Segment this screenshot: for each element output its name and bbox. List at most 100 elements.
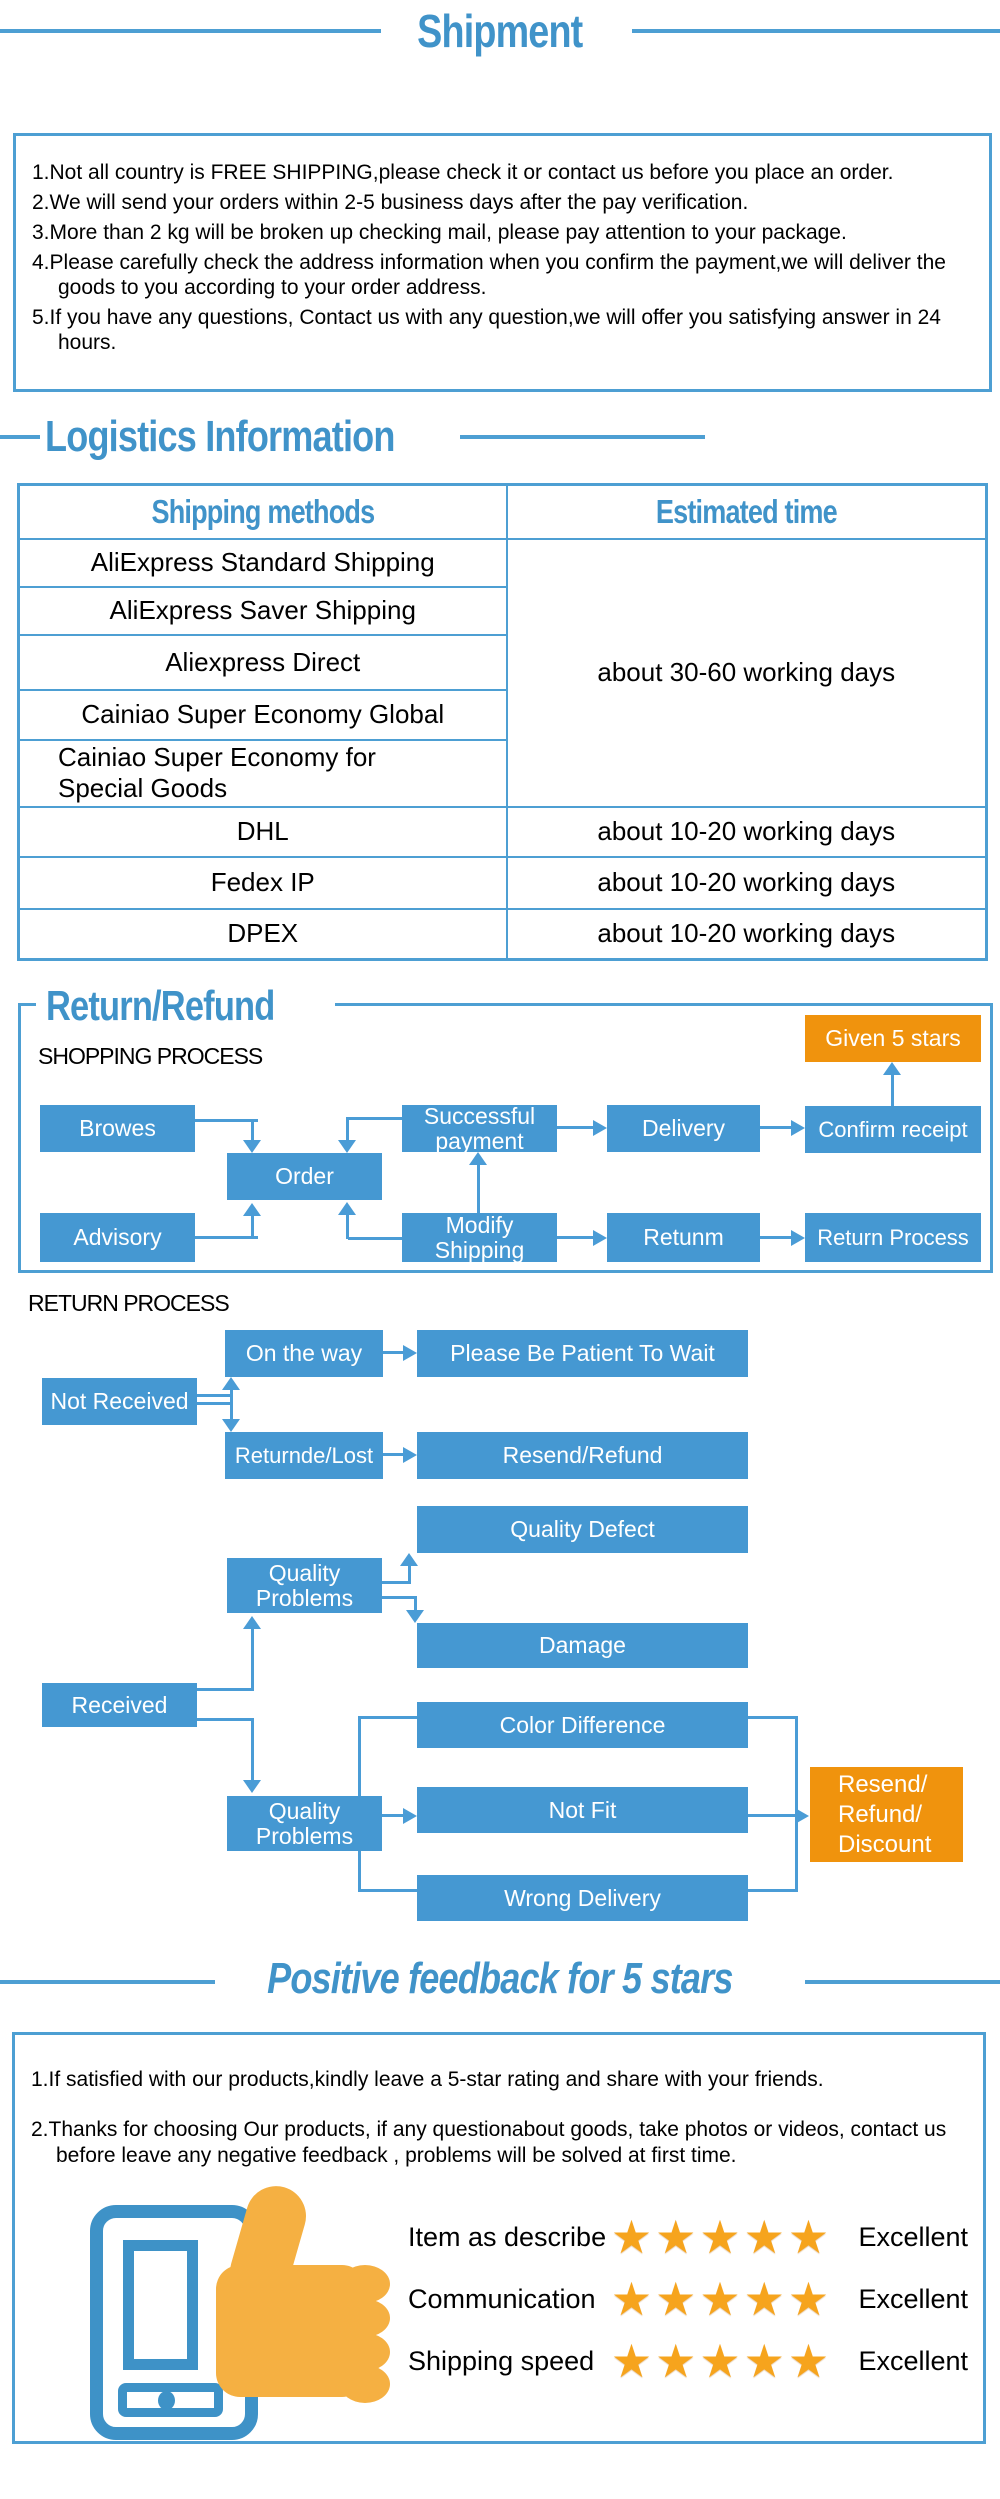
five-stars-icon: ★★★★★	[610, 2211, 833, 2263]
shipment-title-text: Shipment	[417, 5, 583, 57]
rating-row-item-as-describe: Item as describe ★★★★★ Excellent	[408, 2214, 968, 2260]
connector-modify-order-v	[346, 1215, 349, 1239]
connector-modify-payment-v	[477, 1164, 480, 1213]
shipment-title: Shipment	[0, 4, 1000, 58]
table-header-row: Shipping methods Estimated time	[17, 483, 988, 540]
note-text: Please carefully check the address infor…	[49, 251, 946, 299]
flow-box-browes: Browes	[40, 1105, 195, 1152]
connector-wrongdelivery-bracket	[748, 1889, 798, 1892]
note-text: Not all country is FREE SHIPPING,please …	[49, 161, 894, 184]
table-row: Fedex IP about 10-20 working days	[17, 855, 988, 910]
arrowhead-into-not-fit	[403, 1808, 417, 1824]
flow-box-confirm-receipt: Confirm receipt	[805, 1106, 981, 1153]
connector-received-up-h	[197, 1688, 254, 1691]
table-row: AliExpress Saver Shipping	[17, 585, 987, 636]
flow-box-advisory: Advisory	[40, 1213, 195, 1262]
method-cell: Cainiao Super Economy for Special Goods	[17, 738, 508, 808]
shipment-title-line-left	[0, 29, 381, 33]
connector-browes-order-v	[251, 1119, 254, 1141]
flow-box-color-difference: Color Difference	[417, 1702, 748, 1748]
flow-box-resend-refund: Resend/Refund	[417, 1432, 748, 1479]
flow-box-received: Received	[42, 1683, 197, 1727]
flow-box-not-fit: Not Fit	[417, 1787, 748, 1833]
note-text: More than 2 kg will be broken up checkin…	[49, 221, 847, 244]
arrowhead-into-quality-defect	[400, 1553, 418, 1566]
arrowhead-into-please-wait	[403, 1345, 417, 1361]
connector-received-up-v	[251, 1629, 254, 1691]
shipment-note-3: 3.More than 2 kg will be broken up check…	[32, 220, 973, 245]
connector-bracket-wrongdelivery	[358, 1889, 417, 1892]
arrowhead-into-returnde-lost	[222, 1419, 240, 1432]
connector-notreceived-split-v	[230, 1390, 233, 1420]
connector-browes-order-h	[195, 1119, 258, 1122]
rating-label: Shipping speed	[408, 2345, 595, 2376]
flow-box-given-5-stars: Given 5 stars	[805, 1015, 981, 1062]
note-text: If you have any questions, Contact us wi…	[49, 306, 941, 354]
feedback-note-2: 2.Thanks for choosing Our products, if a…	[31, 2118, 947, 2167]
arrowhead-into-resend-refund-discount	[795, 1808, 809, 1824]
logistics-title-text: Logistics Information	[45, 412, 395, 461]
connector-notreceived-double-bottom	[197, 1402, 233, 1405]
arrowhead-into-delivery	[593, 1120, 607, 1136]
time-cell: about 10-20 working days	[505, 855, 988, 910]
feedback-title-line-right	[805, 1980, 1000, 1984]
shopping-process-label: SHOPPING PROCESS	[38, 1043, 263, 1069]
shipment-note-4: 4.Please carefully check the address inf…	[32, 250, 973, 300]
shipment-title-line-right	[632, 29, 1000, 33]
flow-box-delivery: Delivery	[607, 1105, 760, 1152]
arrowhead-into-order-top-right	[338, 1140, 356, 1153]
method-cell: Fedex IP	[17, 855, 508, 910]
five-stars-icon: ★★★★★	[610, 2335, 833, 2387]
method-cell: Aliexpress Direct	[17, 633, 508, 691]
flow-box-not-received: Not Received	[42, 1378, 197, 1425]
note-number: 2.	[32, 191, 50, 214]
phone-screen-icon	[123, 2240, 198, 2370]
arrowhead-into-given-5-stars	[883, 1062, 901, 1075]
shipment-note-5: 5.If you have any questions, Contact us …	[32, 305, 973, 355]
arrowhead-into-on-the-way	[222, 1377, 240, 1390]
logistics-title-line-right	[460, 435, 705, 439]
rating-label: Item as describe	[408, 2221, 607, 2252]
method-cell: AliExpress Saver Shipping	[17, 585, 508, 636]
logistics-title: Logistics Information	[45, 412, 471, 462]
method-cell: DHL	[17, 805, 508, 858]
flow-box-damage: Damage	[417, 1623, 748, 1668]
connector-colordifference-bracket	[748, 1716, 798, 1719]
arrowhead-into-order-bottom-right	[338, 1202, 356, 1215]
connector-modify-order-h	[348, 1237, 402, 1240]
time-cell-merged: about 30-60 working days	[505, 537, 988, 808]
note-number: 3.	[32, 221, 50, 244]
connector-modify-retunm	[557, 1236, 594, 1239]
note-text: We will send your orders within 2-5 busi…	[49, 191, 749, 214]
logistics-title-line-left	[0, 435, 40, 439]
rating-row-communication: Communication ★★★★★ Excellent	[408, 2276, 968, 2322]
arrowhead-into-qp1-bottom	[243, 1616, 261, 1629]
connector-payment-order-v	[346, 1117, 349, 1141]
flow-box-please-be-patient: Please Be Patient To Wait	[417, 1330, 748, 1377]
note-number: 5.	[32, 306, 50, 329]
arrowhead-into-order-bottom-left	[243, 1203, 261, 1216]
return-refund-title-text: Return/Refund	[46, 982, 275, 1029]
table-row: Cainiao Super Economy for Special Goods	[17, 738, 987, 808]
connector-advisory-order-h	[195, 1236, 258, 1239]
flow-box-order: Order	[227, 1153, 382, 1200]
feedback-title-text: Positive feedback for 5 stars	[267, 1954, 733, 2003]
five-stars-icon: ★★★★★	[610, 2273, 833, 2325]
connector-received-down-v	[251, 1718, 254, 1781]
connector-ontheway-wait	[383, 1351, 404, 1354]
flow-box-retunm: Retunm	[607, 1213, 760, 1262]
return-process-label: RETURN PROCESS	[28, 1290, 230, 1316]
arrowhead-into-order-top-left	[243, 1140, 261, 1153]
connector-bracket-colordifference	[358, 1716, 417, 1719]
method-cell: DPEX	[17, 907, 508, 961]
flow-box-modify-shipping: Modify Shipping	[402, 1212, 557, 1262]
return-refund-title: Return/Refund	[36, 982, 335, 1030]
rating-row-shipping-speed: Shipping speed ★★★★★ Excellent	[408, 2338, 968, 2384]
rating-value: Excellent	[858, 2345, 968, 2376]
arrowhead-into-return-process	[791, 1230, 805, 1246]
method-cell: Cainiao Super Economy Global	[17, 688, 508, 741]
flow-box-quality-defect: Quality Defect	[417, 1506, 748, 1553]
logistics-table: Shipping methods Estimated time AliExpre…	[17, 483, 988, 961]
connector-payment-delivery	[557, 1126, 594, 1129]
connector-qp1-damage-h	[382, 1596, 417, 1599]
